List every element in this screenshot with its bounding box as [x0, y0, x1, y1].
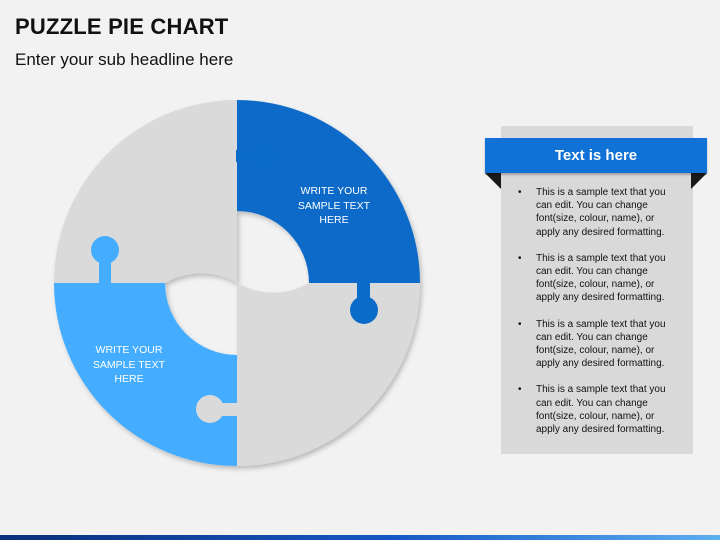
bullet-icon: • — [518, 318, 522, 330]
puzzle-piece-top-right[interactable] — [237, 100, 420, 283]
bullet-text: This is a sample text that you can edit.… — [536, 252, 666, 304]
puzzle-knob-top — [236, 142, 278, 170]
bullet-list: • This is a sample text that you can edi… — [515, 186, 680, 449]
slide-subtitle: Enter your sub headline here — [15, 50, 234, 69]
list-item: • This is a sample text that you can edi… — [515, 252, 680, 305]
puzzle-piece-bottom-right[interactable] — [237, 283, 420, 466]
list-item: • This is a sample text that you can edi… — [515, 383, 680, 436]
puzzle-knob-left — [91, 236, 119, 284]
bullet-icon: • — [518, 187, 522, 198]
ribbon-fold-right — [691, 173, 707, 189]
text-panel — [501, 126, 693, 454]
bullet-text: This is a sample text that you can edit.… — [536, 318, 666, 370]
slide-title: PUZZLE PIE CHART — [15, 14, 229, 39]
bullet-text: This is a sample text that you can edit.… — [536, 384, 666, 436]
bottom-accent-bar — [0, 535, 720, 540]
puzzle-piece-top-left[interactable] — [54, 100, 237, 283]
bullet-icon: • — [518, 384, 522, 396]
puzzle-piece-bottom-left[interactable] — [54, 283, 237, 466]
panel-header: Text is here — [485, 138, 707, 173]
puzzle-knob-bottom — [196, 395, 238, 423]
list-item: • This is a sample text that you can edi… — [515, 186, 680, 239]
bullet-text: This is a sample text that you can edit.… — [536, 187, 666, 238]
ribbon-fold-left — [485, 173, 501, 189]
list-item: • This is a sample text that you can edi… — [515, 318, 680, 371]
puzzle-knob-right — [350, 282, 378, 324]
bullet-icon: • — [518, 252, 522, 264]
